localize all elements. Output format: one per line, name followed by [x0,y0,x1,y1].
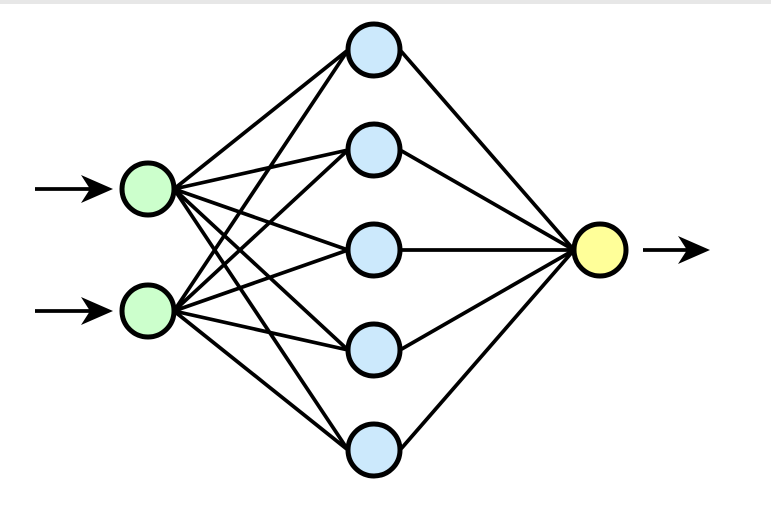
edge-input2-hidden3 [173,248,349,313]
window-top-bar [0,0,771,4]
hidden-node-2 [345,121,403,179]
edge-input1-hidden4 [172,187,350,352]
output-node-1 [571,221,629,279]
hidden-node-5 [345,421,403,479]
input-arrow-2-head-icon [81,297,113,325]
edge-input1-hidden1 [172,48,350,191]
output-arrow-head-icon [678,236,710,264]
edge-hidden5-output1 [398,248,576,452]
input-arrow-1-head-icon [81,175,113,203]
edge-hidden1-output1 [398,48,576,252]
edge-hidden2-output1 [399,148,575,252]
hidden-node-3 [345,221,403,279]
edge-input2-hidden4 [173,309,349,352]
input-node-1 [119,160,177,218]
edge-input2-hidden2 [172,148,350,313]
hidden-node-4 [345,321,403,379]
edge-input2-hidden1 [172,48,350,313]
hidden-node-1 [345,21,403,79]
edge-input1-hidden3 [173,187,349,252]
edge-input1-hidden5 [172,187,350,452]
input-node-2 [119,282,177,340]
edge-input2-hidden5 [172,309,350,452]
edge-input1-hidden2 [173,148,349,191]
edge-hidden4-output1 [399,248,575,352]
